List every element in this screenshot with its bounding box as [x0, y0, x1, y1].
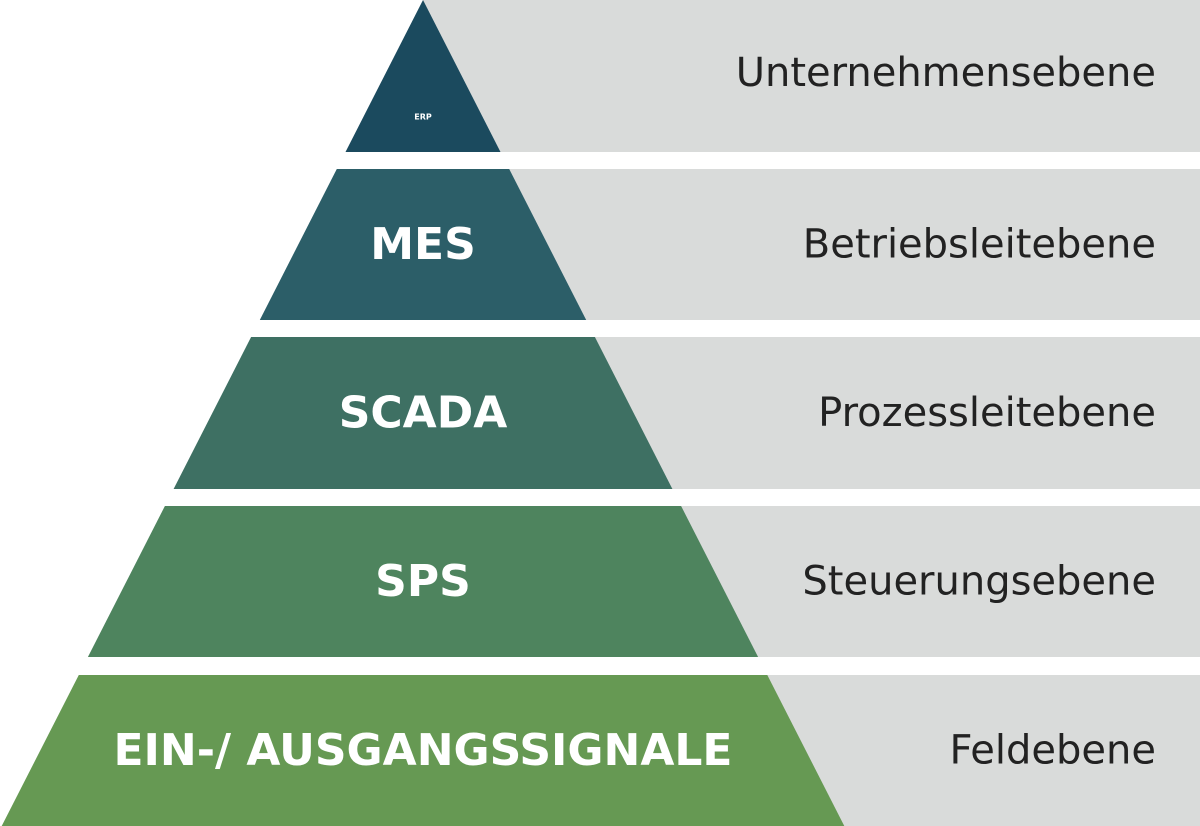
- level-descriptions: UnternehmensebeneBetriebsleitebeneProzes…: [736, 50, 1156, 774]
- pyramid-level-3: [87, 506, 759, 657]
- level-description-1: Betriebsleitebene: [803, 222, 1156, 268]
- pyramid-levels: [1, 0, 845, 826]
- description-band-2: [594, 337, 1200, 489]
- description-band-3: [681, 506, 1200, 657]
- description-band-1: [509, 169, 1200, 320]
- description-band-0: [423, 0, 1200, 152]
- level-name-0: ERP: [414, 113, 432, 122]
- level-name-2: SCADA: [339, 388, 508, 439]
- level-description-4: Feldebene: [949, 728, 1156, 774]
- description-bands: [423, 0, 1200, 826]
- pyramid-level-2: [173, 337, 673, 489]
- pyramid-level-1: [259, 169, 587, 320]
- level-names: ERP MES SCADA SPS EIN-/ AUSGANGSSIGNALE: [114, 113, 733, 777]
- level-name-3: SPS: [375, 556, 471, 607]
- level-description-3: Steuerungsebene: [802, 559, 1156, 605]
- level-name-4: EIN-/ AUSGANGSSIGNALE: [114, 725, 733, 776]
- level-description-2: Prozessleitebene: [818, 390, 1156, 436]
- level-description-0: Unternehmensebene: [736, 50, 1156, 96]
- level-name-1: MES: [370, 219, 476, 270]
- pyramid-level-0: [345, 0, 501, 152]
- description-band-4: [767, 675, 1200, 826]
- pyramid-level-4: [1, 675, 845, 826]
